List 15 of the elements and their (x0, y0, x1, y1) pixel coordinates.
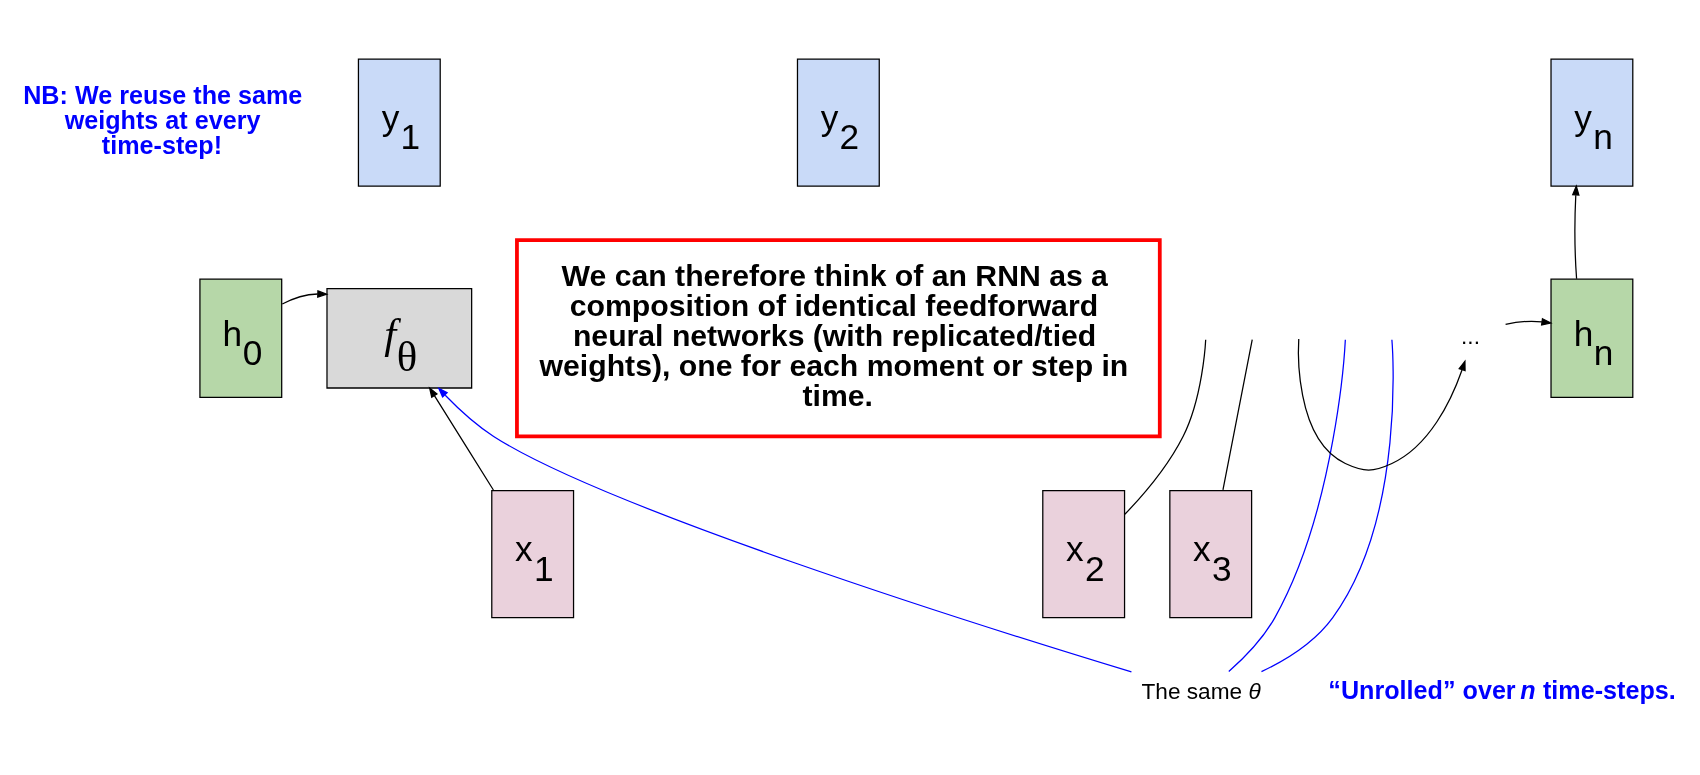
arrow (1571, 183, 1580, 279)
connector (1260, 338, 1394, 672)
connector (1222, 338, 1253, 491)
node-text: The same θ (1141, 678, 1261, 704)
arrow (1297, 337, 1466, 471)
label: NB: We reuse the same weights at every time-step! (23, 80, 303, 159)
arrow (437, 386, 1133, 673)
connector (1228, 338, 1346, 672)
node-box: We can therefore think of an RNN as a composition of identical feedforward neural networks (with replicated/tied weights), one for each moment or step in time. (515, 237, 1162, 438)
connector (1124, 338, 1207, 515)
arrow (1504, 317, 1553, 326)
label: “Unrolled” over n time-steps. (1328, 675, 1676, 704)
arrow (428, 385, 494, 491)
arrow (281, 289, 329, 305)
node-text: ... (1461, 323, 1480, 349)
